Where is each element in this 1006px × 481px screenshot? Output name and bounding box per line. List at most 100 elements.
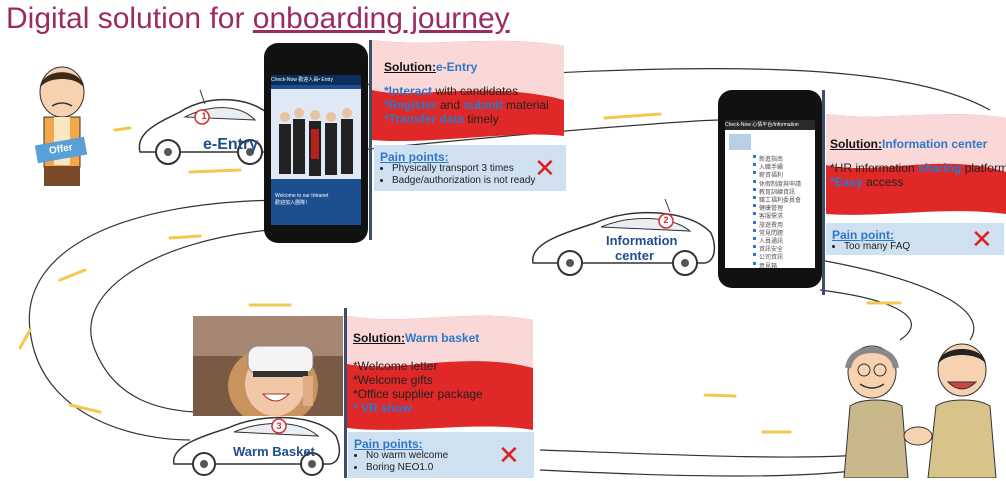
solution-2-line-2-rest: access [862, 175, 904, 189]
car-3-illustration [173, 416, 341, 476]
flag-3-content: Solution:Warm basket *Welcome letter *We… [353, 331, 483, 415]
solution-1-line-3-rest: timely [464, 112, 499, 126]
menu-bullet-icon [753, 163, 756, 167]
menu-bullet-icon [753, 204, 756, 208]
menu-bullet-icon [753, 196, 756, 199]
solution-1-line-2-keyword: *Register [384, 98, 437, 112]
pain-3-heading: Pain points: [354, 437, 423, 451]
pain-2-heading: Pain point: [832, 228, 894, 242]
solution-2-line-1-keyword: sharing [918, 161, 962, 175]
car-2-illustration [532, 198, 716, 276]
pain-1-heading: Pain points: [380, 150, 449, 164]
pain-points-1: Pain points: Physically transport 3 time… [374, 145, 566, 191]
phone-2-menu-item: 客服需求 [759, 214, 784, 221]
menu-bullet-icon [753, 253, 756, 257]
menu-bullet-icon [753, 237, 756, 240]
menu-bullet-icon [753, 245, 756, 249]
flag-1 [372, 40, 564, 142]
menu-bullet-icon [753, 179, 756, 183]
pain-2-item: Too many FAQ [844, 241, 910, 253]
menu-bullet-icon [753, 220, 756, 224]
solution-1-line-1-keyword: *Interact [384, 84, 433, 98]
flag-1-pole [369, 40, 372, 240]
car-1-illustration [138, 89, 279, 165]
phone-1: Check-Now 歡迎人員• Entry Welcome to our Int… [264, 43, 368, 243]
menu-bullet-icon [753, 171, 756, 175]
solution-2-label: Solution: [830, 137, 882, 151]
solution-3-line-3: *Office supplier package [353, 387, 483, 401]
phone-2-menu-item: 教育訓練資訊 [759, 189, 796, 196]
phone-1-welcome: Welcome to our Intranet 歡迎加入團隊！ [275, 193, 329, 206]
team-photo [271, 89, 361, 179]
page-title: Digital solution for onboarding journey [6, 2, 510, 36]
phone-2-menu-item: 健康管理 [759, 206, 784, 213]
flag-2-pole [822, 90, 825, 295]
x-mark-1-icon: ✕ [534, 153, 556, 183]
phone-1-header: Check-Now 歡迎人員• Entry [271, 75, 361, 85]
phone-2-menu-item: 意見箱 [759, 263, 778, 268]
solution-1-name: e-Entry [435, 60, 478, 74]
solution-1-label: Solution: [384, 60, 436, 74]
phone-2-logo [729, 134, 751, 150]
car-1-label: e-Entry [203, 136, 259, 153]
title-prefix: Digital solution for [6, 2, 253, 35]
x-mark-3-icon: ✕ [498, 440, 520, 470]
car-1-number: 1 [201, 111, 207, 121]
pain-points-2: Pain point: Too many FAQ ✕ [826, 223, 1004, 255]
flag-1-content: Solution:e-Entry *Interact with candidat… [384, 60, 549, 126]
flag-3-pole [344, 308, 347, 478]
car-3-label: Warm Basket [233, 444, 315, 459]
car-2-number: 2 [663, 215, 669, 225]
solution-1-line-3-keyword: *Transfer data [384, 112, 465, 126]
phone-2-menu-item: 入職手續 [759, 165, 784, 172]
pain-points-3: Pain points: No warm welcome Boring NEO1… [348, 432, 534, 478]
solution-3-name: Warm basket [404, 331, 480, 345]
solution-3-line-4: * VR show [353, 401, 412, 415]
flag-3 [347, 315, 533, 430]
menu-bullet-icon [753, 187, 756, 191]
solution-3-line-2: *Welcome gifts [353, 373, 433, 387]
phone-2: Check-Now 心情平台/Information 新進指南入職手續薪資福利休… [718, 90, 822, 288]
handshake-illustration [843, 343, 997, 478]
solution-2-line-1-rest: platform [961, 161, 1006, 175]
phone-2-menu-item: 薪資福利 [759, 173, 784, 180]
solution-2-line-2-keyword: *Easy [830, 175, 863, 189]
phone-2-screen: Check-Now 心情平台/Information 新進指南入職手續薪資福利休… [725, 120, 815, 268]
pain-1-item: Badge/authorization is not ready [392, 175, 535, 187]
menu-bullet-icon [753, 212, 756, 216]
phone-1-screen: Check-Now 歡迎人員• Entry Welcome to our Int… [271, 75, 361, 225]
solution-1-line-1-rest: with candidates [432, 84, 519, 98]
phone-2-menu-item: 職工福利委員會 [759, 198, 802, 204]
phone-2-header: Check-Now 心情平台/Information [725, 120, 815, 130]
pain-1-item: Physically transport 3 times [392, 163, 535, 175]
phone-2-menu-item: 公司資訊 [759, 255, 784, 262]
x-mark-2-icon: ✕ [971, 224, 993, 254]
solution-3-label: Solution: [353, 331, 405, 345]
phone-2-menu-item: 常見問題 [759, 230, 784, 237]
car-2-label: Information [606, 233, 678, 248]
title-underlined: onboarding journey [252, 2, 510, 35]
solution-2-name: Information center [881, 137, 988, 151]
solution-1-line-2-rest: material [502, 98, 549, 112]
pain-3-item: No warm welcome [366, 450, 448, 462]
phone-2-menu-item: 休假制度與申請 [759, 181, 802, 188]
menu-bullet-icon [753, 155, 756, 158]
car-3-number: 3 [276, 421, 282, 431]
solution-3-line-1: *Welcome letter [353, 359, 438, 373]
phone-2-menu-item: 新進指南 [759, 157, 784, 163]
phone-2-menu-item: 旅遊費用 [759, 222, 784, 229]
menu-bullet-icon [753, 228, 756, 232]
flag-2-content: Solution:Information center *HR informat… [830, 137, 1006, 189]
solution-1-line-2-keyword2: submit [463, 98, 503, 112]
offer-person-illustration [39, 66, 85, 186]
solution-2-line-1-plain: *HR information [830, 161, 919, 175]
car-2-label-2: center [615, 248, 655, 263]
flag-2 [826, 114, 1006, 215]
solution-1-line-2-mid: and [436, 98, 464, 112]
phone-2-menu-item: 資訊安全 [759, 247, 784, 254]
vr-photo [193, 316, 343, 416]
pain-3-item: Boring NEO1.0 [366, 462, 448, 474]
menu-bullet-icon [753, 261, 756, 265]
phone-2-menu-item: 人員通訊 [759, 239, 784, 245]
